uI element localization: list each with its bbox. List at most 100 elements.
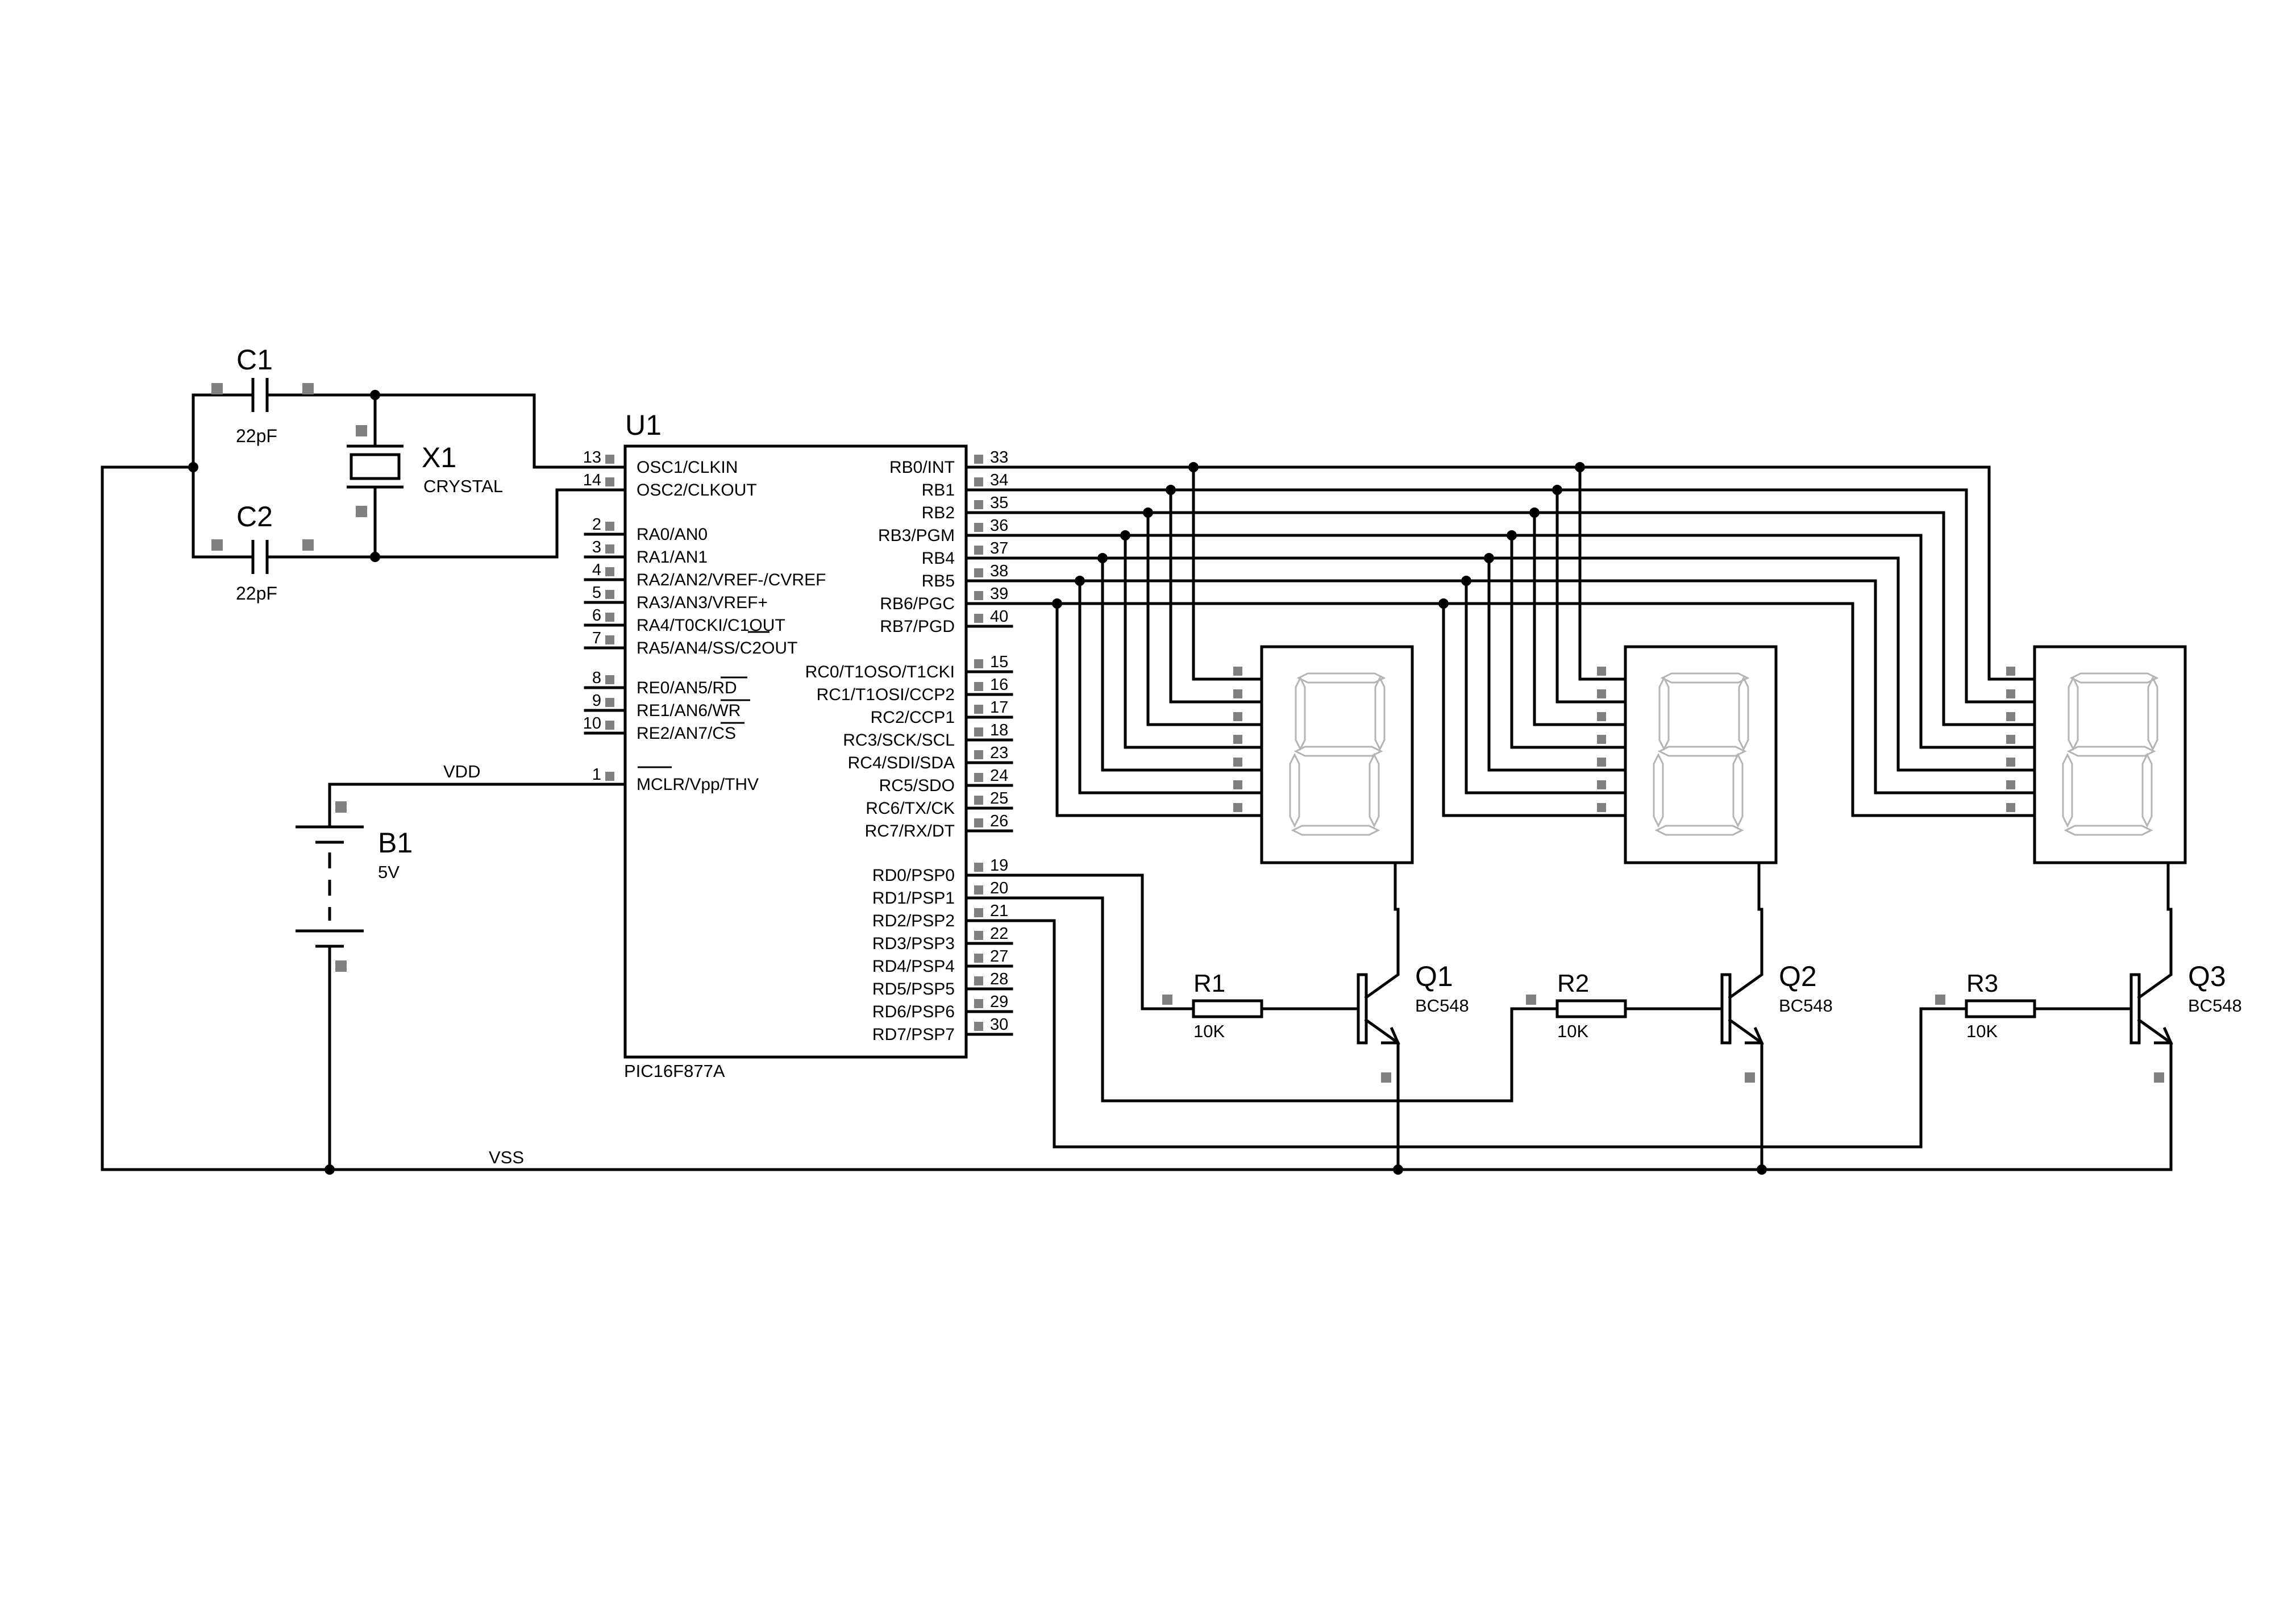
capacitor-ref: C1 bbox=[236, 344, 273, 376]
pin-name: RB0/INT bbox=[889, 458, 955, 477]
pin-name: RC1/T1OSI/CCP2 bbox=[817, 685, 955, 704]
pin-number: 9 bbox=[592, 692, 601, 710]
capacitor-value: 22pF bbox=[236, 583, 277, 604]
transistor-value: BC548 bbox=[1779, 996, 1833, 1016]
pin-name: RB4 bbox=[922, 549, 955, 568]
pin-number: 38 bbox=[990, 562, 1008, 580]
pin-number: 29 bbox=[990, 993, 1008, 1011]
pin-name: RD4/PSP4 bbox=[872, 957, 955, 976]
battery-b1[interactable]: B1 5V bbox=[296, 801, 413, 1171]
pin-number: 16 bbox=[990, 676, 1008, 694]
pin-name: RB1 bbox=[922, 481, 955, 500]
mcu-ref: U1 bbox=[625, 409, 662, 441]
seven-segment-display[interactable] bbox=[2006, 645, 2187, 911]
microcontroller-u1[interactable]: U1 PIC16F877A 13OSC1/CLKIN14OSC2/CLKOUT2… bbox=[583, 409, 1013, 1081]
transistor-value: BC548 bbox=[2188, 996, 2242, 1016]
capacitor-value: 22pF bbox=[236, 426, 277, 446]
pin-number: 15 bbox=[990, 653, 1008, 671]
pin-name: RE1/AN6/WR bbox=[637, 701, 741, 720]
pin-number: 19 bbox=[990, 856, 1008, 875]
pin-number: 35 bbox=[990, 494, 1008, 512]
crystal-ref: X1 bbox=[422, 442, 456, 473]
pin-number: 7 bbox=[592, 629, 601, 647]
pin-name: RA5/AN4/SS/C2OUT bbox=[637, 639, 797, 658]
segment-bus-wiring bbox=[1010, 462, 2025, 817]
vss-net-label: VSS bbox=[489, 1147, 524, 1167]
pin-number: 1 bbox=[592, 766, 601, 784]
transistor-ref: Q3 bbox=[2188, 960, 2226, 992]
pin-number: 18 bbox=[990, 721, 1008, 739]
capacitor-c1[interactable]: C1 22pF bbox=[192, 344, 377, 446]
crystal-x1[interactable]: X1 CRYSTAL bbox=[347, 393, 503, 559]
pin-name: MCLR/Vpp/THV bbox=[637, 775, 759, 794]
pin-number: 5 bbox=[592, 584, 601, 602]
battery-ref: B1 bbox=[378, 827, 413, 859]
pin-name: RC4/SDI/SDA bbox=[848, 754, 955, 772]
seven-segment-displays bbox=[1233, 645, 2187, 911]
pin-name: RA0/AN0 bbox=[637, 525, 708, 544]
pin-number: 17 bbox=[990, 698, 1008, 717]
pin-name: RD6/PSP6 bbox=[872, 1002, 955, 1021]
pin-name: RC5/SDO bbox=[879, 776, 955, 795]
pin-number: 4 bbox=[592, 561, 601, 579]
pin-number: 33 bbox=[990, 448, 1008, 467]
pin-number: 3 bbox=[592, 538, 601, 556]
pin-name: RD7/PSP7 bbox=[872, 1025, 955, 1044]
pin-number: 34 bbox=[990, 471, 1008, 489]
pin-name: RC7/RX/DT bbox=[865, 822, 955, 841]
seven-segment-display[interactable] bbox=[1233, 645, 1414, 911]
seven-segment-display[interactable] bbox=[1597, 645, 1778, 911]
pin-name: RB6/PGC bbox=[880, 594, 955, 613]
resistor-ref: R1 bbox=[1193, 970, 1225, 997]
resistor-ref: R3 bbox=[1966, 970, 1998, 997]
pin-number: 2 bbox=[592, 515, 601, 534]
pin-name: RD0/PSP0 bbox=[872, 866, 955, 885]
pin-number: 8 bbox=[592, 669, 601, 687]
pin-number: 24 bbox=[990, 767, 1008, 785]
pin-number: 14 bbox=[583, 471, 601, 489]
capacitor-c2[interactable]: C2 22pF bbox=[192, 501, 377, 604]
